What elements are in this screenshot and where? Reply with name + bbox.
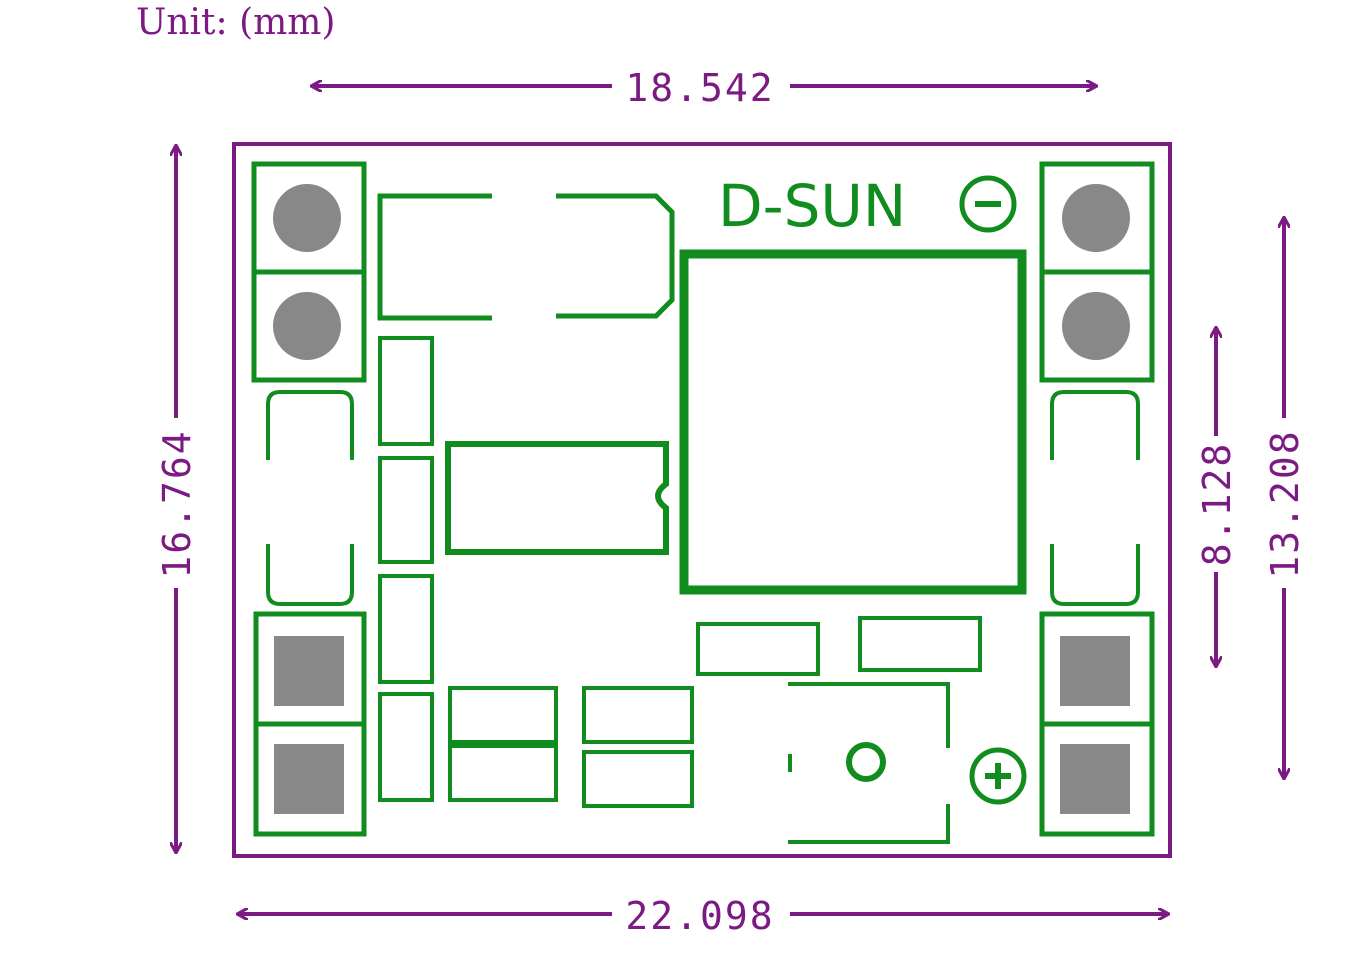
smd-component <box>858 616 982 672</box>
capacitor-outline-right <box>1050 390 1140 606</box>
right-outer-dimension: 13.208 <box>1263 218 1307 778</box>
round-pad <box>1062 292 1130 360</box>
resistor <box>378 336 434 446</box>
right-inner-value: 8.128 <box>1195 442 1239 566</box>
terminal-top-left <box>251 161 367 383</box>
square-pad <box>274 636 344 706</box>
smd-component <box>582 686 694 744</box>
left-height-value: 16.764 <box>155 429 199 578</box>
positive-polarity-icon <box>969 747 1027 805</box>
smd-component <box>582 750 694 808</box>
square-pad <box>1060 636 1130 706</box>
round-pad <box>1062 184 1130 252</box>
board-outline <box>232 142 1172 858</box>
brand-label: D-SUN <box>718 172 906 240</box>
inductor-outline <box>679 249 1027 595</box>
ic-chip-outline <box>445 441 669 555</box>
square-pad <box>1060 744 1130 814</box>
unit-label: Unit: (mm) <box>136 2 335 43</box>
left-height-dimension: 16.764 <box>155 146 199 852</box>
round-pad <box>273 184 341 252</box>
capacitor-outline-left <box>266 390 354 606</box>
smd-component <box>448 744 558 802</box>
terminal-top-right <box>1039 161 1155 383</box>
resistor <box>378 456 434 564</box>
round-pad <box>273 292 341 360</box>
bottom-width-dimension: 22.098 <box>238 894 1168 938</box>
smd-block-middle <box>448 686 694 808</box>
resistor <box>378 692 434 802</box>
resistor <box>378 574 434 684</box>
right-outer-value: 13.208 <box>1263 429 1307 578</box>
top-width-value: 18.542 <box>625 66 774 110</box>
negative-polarity-icon <box>959 175 1017 233</box>
smd-component <box>448 686 558 744</box>
smd-pair-right <box>696 616 982 676</box>
square-pad <box>274 744 344 814</box>
top-width-dimension: 18.542 <box>312 66 1096 110</box>
right-inner-dimension: 8.128 <box>1195 328 1239 666</box>
smd-component <box>696 622 820 676</box>
potentiometer-outline <box>788 682 950 844</box>
terminal-bottom-right <box>1039 611 1155 837</box>
terminal-bottom-left <box>253 611 367 837</box>
diode-outline <box>377 193 675 321</box>
bottom-width-value: 22.098 <box>625 894 774 938</box>
resistor-column-left <box>378 336 434 802</box>
